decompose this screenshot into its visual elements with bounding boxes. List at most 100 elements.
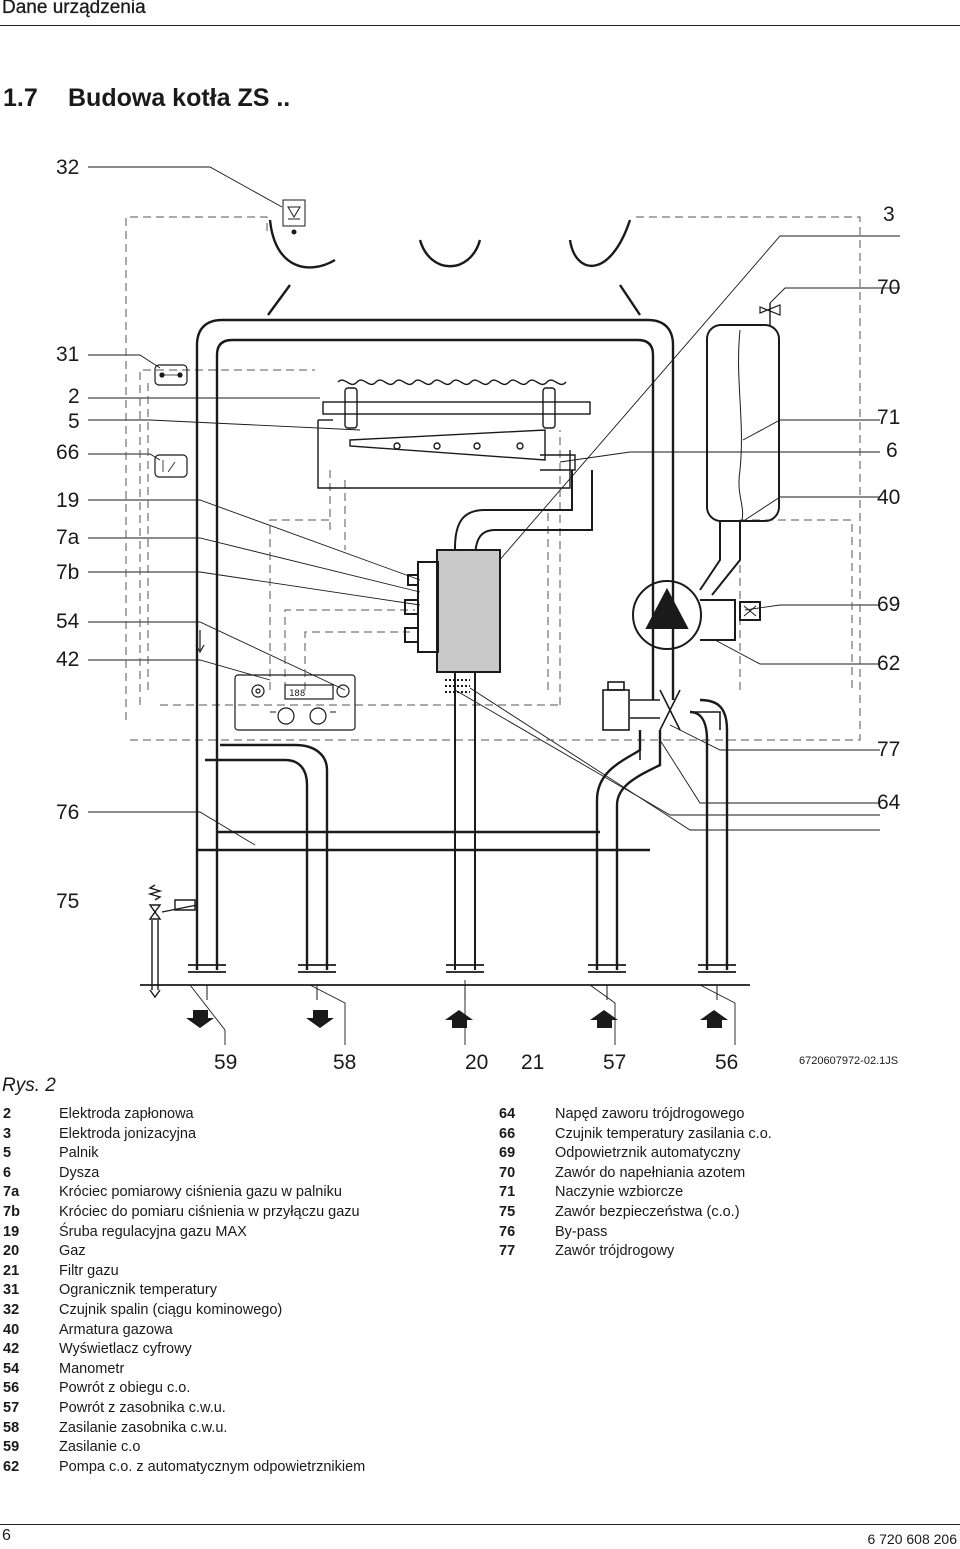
connection-label-20: 20 (465, 1051, 489, 1074)
primary-circuit (195, 318, 675, 970)
leader-lines (88, 166, 900, 1045)
connection-label-56: 56 (715, 1051, 739, 1074)
legend-text: Elektroda jonizacyjna (59, 1125, 197, 1142)
legend-item: 70 Zawór do napełniania azotem (499, 1164, 772, 1184)
legend-text: Powrót z zasobnika c.w.u. (59, 1399, 226, 1416)
flue-hood (267, 219, 641, 316)
legend-number: 5 (3, 1145, 12, 1162)
expansion-vessel (706, 303, 781, 522)
pump (632, 520, 761, 650)
page-number: 6 (2, 1527, 11, 1544)
legend-number: 70 (499, 1164, 516, 1181)
legend-item: 5 Palnik (3, 1144, 365, 1164)
legend-number: 56 (3, 1380, 20, 1397)
legend-number: 21 (3, 1262, 20, 1279)
legend-number: 3 (3, 1125, 12, 1142)
legend-item: 57 Powrót z zasobnika c.w.u. (3, 1399, 365, 1419)
callout-42: 42 (56, 648, 80, 671)
burner (317, 379, 591, 489)
document-number: 6 720 608 206 (867, 1531, 957, 1547)
legend-text: Śruba regulacyjna gazu MAX (59, 1223, 247, 1240)
legend-number: 57 (3, 1399, 20, 1416)
legend-number: 42 (3, 1341, 20, 1358)
legend-number: 31 (3, 1282, 20, 1299)
figure-caption: Rys. 2 (2, 1075, 56, 1096)
legend-text: Zasilanie zasobnika c.w.u. (59, 1419, 228, 1436)
legend-text: Manometr (59, 1360, 125, 1377)
section-number: 1.7 (3, 84, 38, 112)
legend-text: Palnik (59, 1145, 99, 1162)
legend-text: Króciec do pomiaru ciśnienia w przyłączu… (59, 1203, 360, 1220)
legend-number: 6 (3, 1164, 12, 1181)
callout-6: 6 (886, 439, 898, 462)
legend-text: Gaz (59, 1243, 86, 1260)
legend-item: 7b Króciec do pomiaru ciśnienia w przyłąc… (3, 1203, 365, 1223)
callout-64: 64 (877, 791, 901, 814)
legend-number: 54 (3, 1360, 20, 1377)
connection-label-21: 21 (521, 1051, 545, 1074)
legend-text: Zawór do napełniania azotem (555, 1164, 746, 1181)
legend-item: 7a Króciec pomiarowy ciśnienia gazu w pal… (3, 1183, 365, 1203)
three-way-valve (602, 681, 721, 760)
legend-number: 71 (499, 1184, 516, 1201)
wiring-frame (125, 216, 861, 741)
legend-text: Zawór bezpieczeństwa (c.o.) (555, 1203, 740, 1220)
safety-valve (147, 884, 198, 999)
figure-code: 6720607972-02.1JS (799, 1055, 899, 1067)
return-pipes (205, 698, 729, 970)
legend-number: 7a (3, 1184, 20, 1201)
connection-label-57: 57 (603, 1051, 627, 1074)
legend-number: 40 (3, 1321, 20, 1338)
callout-70: 70 (877, 276, 901, 299)
callout-31: 31 (56, 343, 80, 366)
legend-number: 59 (3, 1439, 20, 1456)
connection-rail (140, 964, 750, 1000)
callout-69: 69 (877, 593, 901, 616)
gas-valve (404, 470, 593, 970)
callout-3: 3 (883, 203, 895, 226)
legend-text: Czujnik spalin (ciągu kominowego) (59, 1301, 283, 1318)
legend-text: Filtr gazu (59, 1262, 119, 1279)
legend-text: Armatura gazowa (59, 1321, 173, 1338)
callout-40: 40 (877, 486, 901, 509)
legend-text: Naczynie wzbiorcze (555, 1184, 684, 1201)
legend-item: 56 Powrót z obiegu c.o. (3, 1379, 365, 1399)
legend-item: 58 Zasilanie zasobnika c.w.u. (3, 1419, 365, 1439)
legend-number: 58 (3, 1419, 20, 1436)
callout-19: 19 (56, 489, 80, 512)
legend-item: 21 Filtr gazu (3, 1262, 365, 1282)
flue-sensor (282, 199, 306, 235)
legend-item: 54 Manometr (3, 1360, 365, 1380)
legend-number: 32 (3, 1301, 20, 1318)
legend-number: 64 (499, 1106, 516, 1122)
legend-number: 77 (499, 1243, 516, 1260)
legend-number: 66 (499, 1125, 516, 1142)
legend-text: Powrót z obiegu c.o. (59, 1380, 191, 1397)
callout-7b: 7b (56, 561, 80, 584)
legend-text: Króciec pomiarowy ciśnienia gazu w palni… (59, 1184, 342, 1201)
legend-item: 20 Gaz (3, 1242, 365, 1262)
legend-number: 7b (3, 1203, 20, 1220)
legend-number: 76 (499, 1223, 516, 1240)
callout-76: 76 (56, 801, 80, 824)
display-readout: 188 (289, 689, 305, 699)
callout-2: 2 (68, 385, 80, 408)
header-divider (0, 25, 960, 26)
legend-item: 40 Armatura gazowa (3, 1321, 365, 1341)
callout-7a: 7a (56, 526, 80, 549)
flow-arrows (186, 1010, 728, 1028)
legend-number: 20 (3, 1243, 20, 1260)
legend-item: 32 Czujnik spalin (ciągu kominowego) (3, 1301, 365, 1321)
legend-item: 71 Naczynie wzbiorcze (499, 1183, 772, 1203)
